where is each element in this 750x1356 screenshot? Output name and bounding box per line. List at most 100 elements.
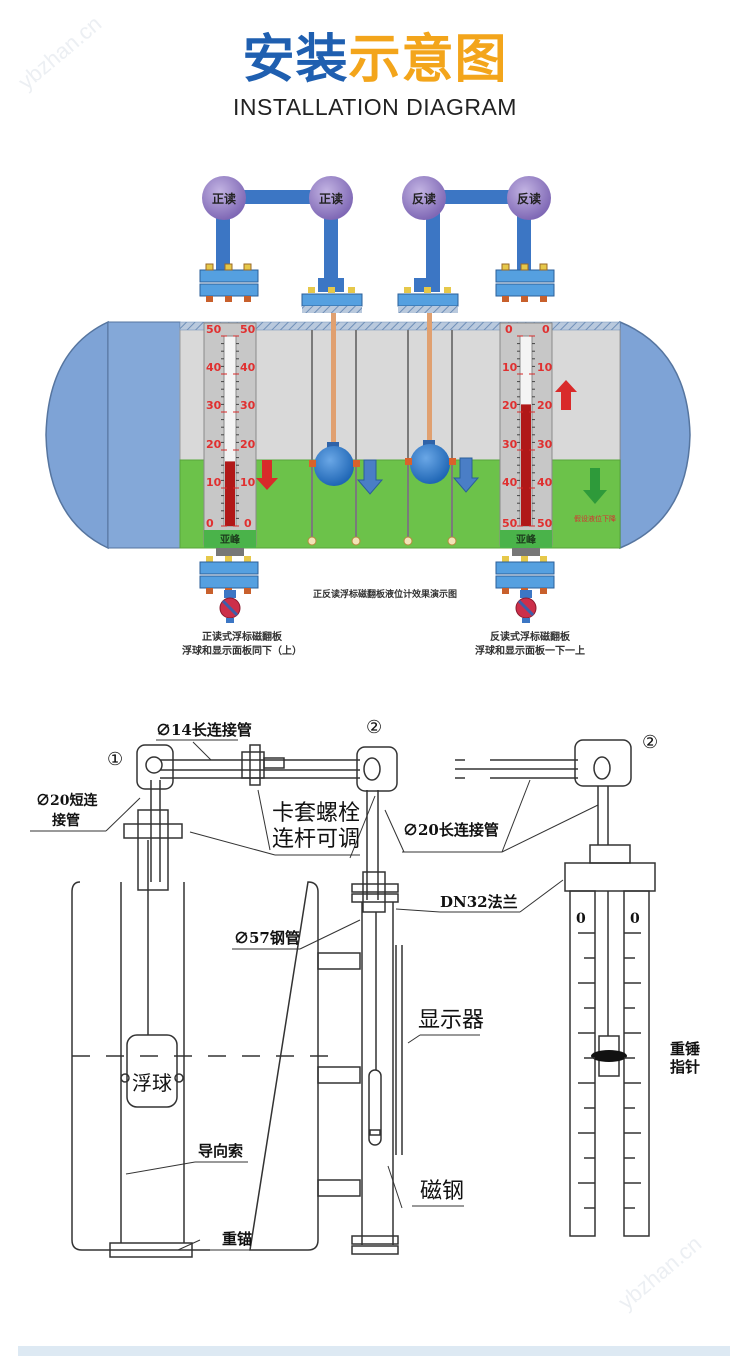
label-long-pipe-20: ∅20长连接管 — [403, 821, 499, 839]
svg-text:10: 10 — [206, 476, 222, 489]
gauge-level-fill — [521, 404, 531, 526]
float-rod — [427, 313, 432, 443]
label-display: 显示器 — [418, 1008, 484, 1033]
label-bolt-line2: 连杆可调 — [272, 827, 360, 852]
float-ball — [410, 444, 450, 484]
center-caption: 正反读浮标磁翻板液位计效果演示图 — [313, 588, 457, 600]
label-long-pipe-14: ∅14长连接管 — [156, 721, 252, 739]
gauge-scale-right: 0 10 20 30 40 50 0 10 20 30 40 50 — [502, 323, 553, 530]
tank-head-left — [45, 320, 109, 550]
page-title: 安装示意图 — [0, 28, 750, 92]
label-bolt: 卡套螺栓 — [272, 801, 360, 826]
leader-lines — [30, 739, 599, 1251]
valve-label: 反读 — [517, 191, 541, 206]
flange-float-right — [397, 278, 459, 313]
svg-text:50: 50 — [537, 517, 553, 530]
line-drawing: ∅14长连接管 ① ② ② ∅20短连 接管 卡套螺栓 连杆可调 ∅20长连接管… — [30, 717, 700, 1258]
flange-top-right — [495, 263, 555, 302]
pointer-weight-icon — [591, 1050, 627, 1062]
label-flange: DN32法兰 — [440, 893, 518, 911]
gauge-brand: 亚峰 — [516, 533, 537, 546]
valve-4: 反读 — [507, 176, 551, 220]
svg-text:20: 20 — [537, 399, 553, 412]
left-gauge: 50 40 30 20 10 0 50 40 30 20 10 0 亚峰 — [203, 322, 257, 548]
right-caption-line2: 浮球和显示面板一下一上 — [475, 644, 585, 657]
svg-text:10: 10 — [240, 476, 256, 489]
gauge-scale-left: 50 40 30 20 10 0 50 40 30 20 10 0 — [206, 323, 256, 530]
tank-outline — [71, 881, 319, 1251]
flange-bottom-left — [199, 548, 259, 623]
label-guide-cable: 导向索 — [198, 1142, 243, 1160]
label-pointer-line2: 指针 — [670, 1058, 700, 1076]
svg-text:0: 0 — [206, 517, 214, 530]
flange-float-left — [301, 278, 363, 313]
label-float: 浮球 — [132, 1071, 172, 1095]
float-ball — [314, 446, 354, 486]
flange-top-left — [199, 263, 259, 302]
left-caption-line1: 正读式浮标磁翻板 — [202, 630, 283, 643]
valve-label: 正读 — [212, 191, 236, 206]
label-magnet: 磁钢 — [420, 1179, 464, 1204]
right-gauge: 0 10 20 30 40 50 0 10 20 30 40 50 亚峰 — [499, 322, 553, 548]
svg-text:20: 20 — [502, 399, 518, 412]
svg-text:30: 30 — [206, 399, 222, 412]
svg-text:40: 40 — [240, 361, 256, 374]
scale-zero-left: 0 — [576, 911, 586, 927]
svg-text:30: 30 — [502, 438, 518, 451]
pipe-top-right — [426, 190, 526, 204]
arrow-down-icon — [256, 460, 278, 490]
svg-text:0: 0 — [542, 323, 550, 336]
valve-label: 反读 — [412, 191, 436, 206]
label-steel-pipe: ∅57钢管 — [234, 929, 300, 947]
svg-text:50: 50 — [240, 323, 256, 336]
left-caption-line2: 浮球和显示面板同下（上） — [182, 644, 302, 657]
page-subtitle: INSTALLATION DIAGRAM — [233, 94, 517, 120]
valve-3: 反读 — [402, 176, 446, 220]
flange-bottom-right — [495, 548, 555, 623]
svg-text:20: 20 — [206, 438, 222, 451]
svg-text:40: 40 — [206, 361, 222, 374]
marker-1: ① — [107, 749, 123, 770]
tank-head-right — [619, 320, 691, 550]
valve-label: 正读 — [319, 191, 343, 206]
guide-cables — [311, 330, 453, 542]
arrow-up-icon — [555, 380, 577, 410]
tank-head-left-band — [107, 321, 181, 549]
svg-text:40: 40 — [537, 476, 553, 489]
title-part-blue: 安装 — [242, 30, 349, 90]
gauge-level-fill — [225, 461, 235, 526]
tank-top-wall — [179, 321, 621, 331]
title-part-orange: 示意图 — [348, 30, 508, 90]
gauge-brand: 亚峰 — [220, 533, 241, 546]
svg-text:50: 50 — [502, 517, 518, 530]
scale-zero-right: 0 — [630, 911, 640, 927]
arrow-down-icon — [356, 459, 384, 495]
svg-text:10: 10 — [502, 361, 518, 374]
demo-diagram: 正读 正读 反读 反读 — [45, 176, 691, 657]
label-pointer: 重锤 — [670, 1040, 700, 1058]
label-short-pipe-20: ∅20短连 — [36, 792, 98, 809]
arrow-down-icon — [452, 457, 480, 493]
svg-text:50: 50 — [206, 323, 222, 336]
right-caption-line1: 反读式浮标磁翻板 — [490, 630, 571, 643]
float-rod — [331, 313, 336, 445]
label-anchor: 重锚 — [222, 1230, 252, 1248]
bottom-bar — [18, 1346, 730, 1356]
svg-text:40: 40 — [502, 476, 518, 489]
svg-text:20: 20 — [240, 438, 256, 451]
cable-anchors — [307, 536, 457, 546]
label-short-pipe-20-line2: 接管 — [52, 812, 80, 829]
pipe-vertical — [426, 200, 440, 288]
marker-2: ② — [642, 732, 658, 753]
svg-text:30: 30 — [240, 399, 256, 412]
valve-2: 正读 — [309, 176, 353, 220]
svg-text:0: 0 — [505, 323, 513, 336]
page-header: 安装示意图 INSTALLATION DIAGRAM — [0, 28, 750, 121]
pipe-vertical — [324, 200, 338, 288]
valve-1: 正读 — [202, 176, 246, 220]
svg-text:30: 30 — [537, 438, 553, 451]
svg-text:0: 0 — [244, 517, 252, 530]
arrow-down-icon — [583, 468, 607, 504]
level-note: 假设液位下降 — [574, 514, 616, 523]
marker-2: ② — [366, 717, 382, 738]
